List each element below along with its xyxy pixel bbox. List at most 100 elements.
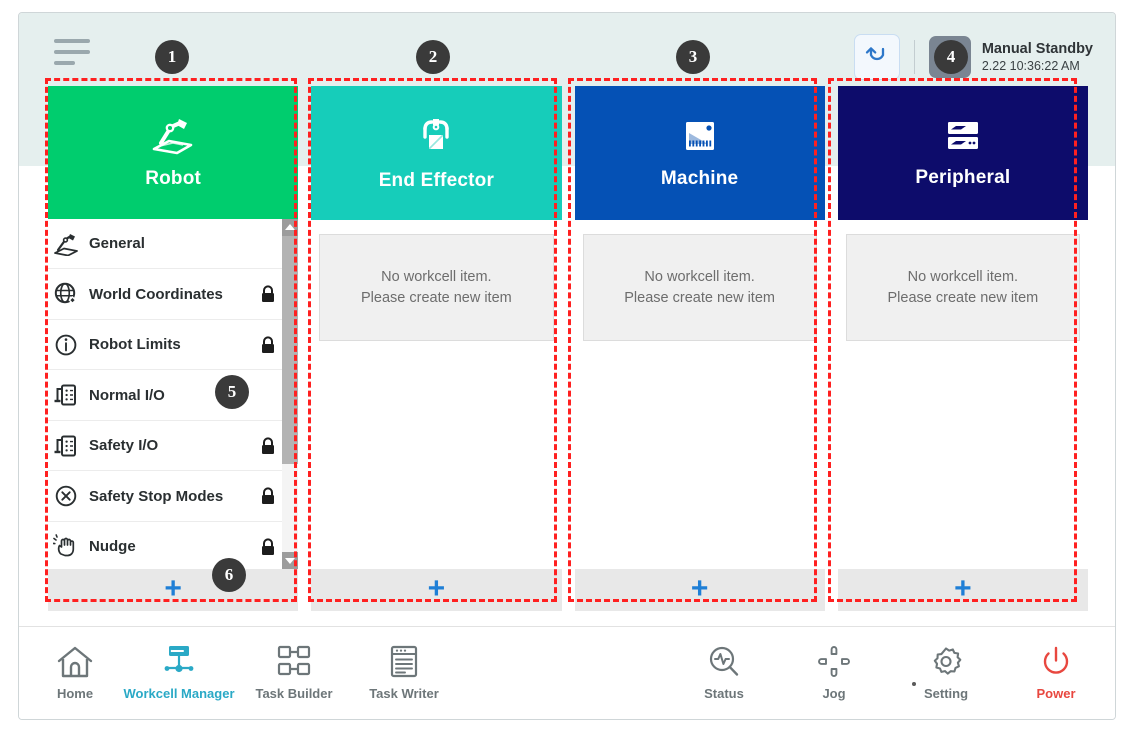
- teach-pendant-frame: Manual Standby 2.22 10:36:22 AM Robot: [18, 12, 1116, 720]
- setting-row-general[interactable]: General: [48, 219, 283, 270]
- normal-io-icon: [51, 380, 81, 410]
- setting-label: Safety I/O: [89, 437, 159, 455]
- task-builder-icon: [273, 641, 315, 679]
- workcell-columns: Robot: [48, 86, 1088, 611]
- column-robot: Robot: [48, 86, 299, 611]
- nav-item-setting[interactable]: Setting: [891, 641, 1001, 701]
- robot-limits-icon: [51, 330, 81, 360]
- hamburger-line-2: [54, 50, 90, 54]
- nav-item-power[interactable]: Power: [1001, 641, 1111, 701]
- nav-item-task-builder[interactable]: Task Builder: [239, 641, 349, 701]
- hamburger-line-3: [54, 61, 75, 65]
- column-header-end-effector[interactable]: End Effector: [311, 86, 562, 220]
- empty-state-peripheral: No workcell item. Please create new item: [845, 234, 1080, 341]
- nav-item-jog[interactable]: Jog: [779, 641, 889, 701]
- world-coordinates-icon: [51, 279, 81, 309]
- column-title-peripheral: Peripheral: [915, 166, 1011, 188]
- robot-general-icon: [51, 229, 81, 259]
- empty-line-1: No workcell item.: [907, 269, 1019, 285]
- add-machine-button[interactable]: +: [574, 569, 825, 611]
- column-body-peripheral: No workcell item. Please create new item: [837, 220, 1088, 569]
- add-end-effector-plus-icon: +: [427, 572, 446, 605]
- task-writer-icon: [386, 641, 422, 679]
- status-icon: [706, 641, 742, 679]
- nav-label: Task Builder: [255, 686, 333, 701]
- lock-icon: [262, 437, 275, 454]
- setting-label: Normal I/O: [89, 386, 165, 404]
- nudge-hand-icon: [51, 532, 81, 562]
- setting-row-nudge[interactable]: Nudge: [48, 522, 282, 570]
- column-header-peripheral[interactable]: Peripheral: [837, 86, 1088, 220]
- empty-line-2: Please create new item: [361, 290, 512, 306]
- column-body-robot: General World Coord: [48, 218, 299, 570]
- column-body-machine: No workcell item. Please create new item: [574, 220, 825, 569]
- add-end-effector-button[interactable]: +: [311, 569, 562, 611]
- column-title-end-effector: End Effector: [378, 169, 495, 191]
- setting-label: Robot Limits: [89, 336, 181, 354]
- bottom-navigation-bar: Home Workcell Manager: [19, 626, 1115, 719]
- robot-list-scrollbar[interactable]: [282, 218, 299, 570]
- column-machine: Machine No workcell item. Please create …: [574, 86, 825, 611]
- annotation-badge-4: 4: [934, 40, 968, 74]
- setting-label: World Coordinates: [89, 285, 223, 303]
- scroll-down-arrow-icon[interactable]: [282, 552, 299, 570]
- power-icon: [1039, 641, 1073, 679]
- annotation-badge-3: 3: [676, 40, 710, 74]
- empty-line-1: No workcell item.: [644, 269, 755, 285]
- add-robot-plus-icon: +: [164, 572, 182, 606]
- add-machine-plus-icon: +: [690, 572, 709, 605]
- status-timestamp: 2.22 10:36:22 AM: [981, 59, 1080, 74]
- empty-line-2: Please create new item: [887, 290, 1039, 306]
- separator-dot: [912, 682, 916, 686]
- nav-item-status[interactable]: Status: [669, 641, 779, 701]
- column-header-robot[interactable]: Robot: [48, 86, 299, 219]
- empty-line-2: Please create new item: [624, 290, 775, 306]
- status-cluster: Manual Standby 2.22 10:36:22 AM: [853, 33, 1093, 81]
- scrollbar-thumb[interactable]: [282, 235, 299, 464]
- nav-label: Setting: [923, 686, 969, 701]
- setting-label: Nudge: [89, 538, 136, 556]
- lock-icon: [262, 538, 275, 555]
- status-text-block: Manual Standby 2.22 10:36:22 AM: [982, 40, 1093, 75]
- column-body-end-effector: No workcell item. Please create new item: [311, 220, 562, 569]
- column-end-effector: End Effector No workcell item. Please cr…: [311, 86, 562, 611]
- nav-item-home[interactable]: Home: [20, 641, 130, 701]
- annotation-badge-1: 1: [155, 40, 189, 74]
- add-peripheral-plus-icon: +: [954, 572, 972, 605]
- status-title: Manual Standby: [981, 40, 1093, 57]
- setting-label: General: [89, 235, 145, 253]
- nav-item-workcell-manager[interactable]: Workcell Manager: [123, 641, 235, 701]
- column-header-machine[interactable]: Machine: [574, 86, 825, 220]
- lock-icon: [262, 336, 275, 353]
- reset-arc-icon: [865, 47, 884, 61]
- safety-io-icon: [51, 431, 81, 461]
- nav-item-task-writer[interactable]: Task Writer: [349, 641, 459, 701]
- hamburger-menu-icon[interactable]: [54, 39, 94, 69]
- setting-row-robot-limits[interactable]: Robot Limits: [48, 320, 283, 371]
- lock-icon: [262, 285, 275, 303]
- empty-state-machine: No workcell item. Please create new item: [582, 234, 817, 341]
- gripper-icon: [423, 118, 450, 150]
- workcell-manager-icon: [158, 641, 200, 679]
- header-divider: [913, 40, 915, 74]
- home-icon: [56, 641, 94, 679]
- column-peripheral: Peripheral No workcell item. Please crea…: [837, 86, 1088, 611]
- setting-row-safety-io[interactable]: Safety I/O: [48, 421, 283, 472]
- nav-label: Jog: [822, 686, 846, 701]
- add-robot-button[interactable]: +: [48, 569, 299, 611]
- setting-row-safety-stop-modes[interactable]: Safety Stop Modes: [48, 471, 283, 522]
- annotation-badge-6: 6: [212, 558, 246, 592]
- nav-label: Power: [1036, 686, 1076, 701]
- jog-icon: [816, 641, 852, 679]
- annotation-badge-2: 2: [416, 40, 450, 74]
- machine-icon: [685, 121, 714, 150]
- scroll-up-arrow-icon[interactable]: [282, 218, 299, 236]
- safety-stop-modes-icon: [51, 481, 81, 511]
- reset-button[interactable]: [853, 34, 900, 80]
- nav-label: Workcell Manager: [123, 686, 235, 701]
- setting-row-normal-io[interactable]: Normal I/O: [48, 370, 283, 421]
- annotation-badge-5: 5: [215, 375, 249, 409]
- add-peripheral-button[interactable]: +: [837, 569, 1088, 611]
- setting-row-world-coordinates[interactable]: World Coordinates: [48, 269, 283, 320]
